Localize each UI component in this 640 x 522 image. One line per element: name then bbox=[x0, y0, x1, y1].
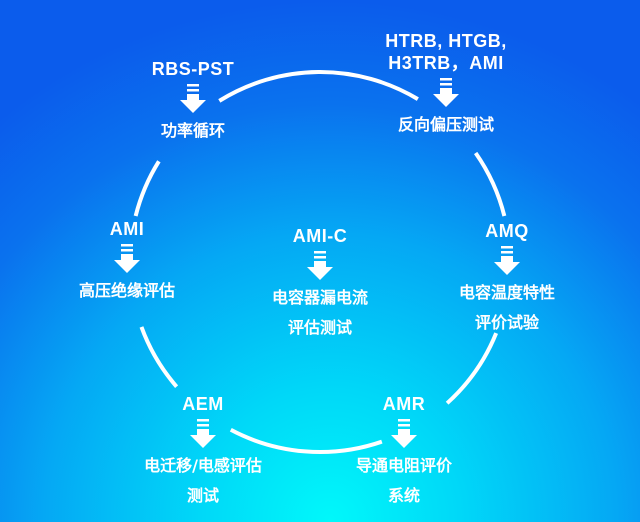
down-arrow-icon bbox=[114, 244, 140, 273]
node-name: 导通电阻评价 系统 bbox=[355, 456, 452, 505]
node-code: HTRB, HTGB, H3TRB，AMI bbox=[385, 31, 507, 73]
ring-arc bbox=[445, 332, 499, 405]
down-arrow-icon bbox=[190, 419, 216, 448]
node-amq: AMQ 电容温度特性 评价试验 bbox=[397, 220, 617, 338]
ring-arc bbox=[139, 326, 179, 388]
down-arrow-icon bbox=[494, 246, 520, 275]
ring-arc bbox=[474, 151, 507, 217]
ring-arc bbox=[229, 427, 383, 454]
node-htrb: HTRB, HTGB, H3TRB，AMI 反向偏压测试 bbox=[336, 30, 556, 140]
node-ami-c: AMI-C 电容器漏电流 评估测试 bbox=[210, 225, 430, 343]
node-name: 反向偏压测试 bbox=[397, 115, 494, 134]
node-code: AMQ bbox=[485, 221, 529, 241]
node-name: 电容器漏电流 评估测试 bbox=[271, 288, 368, 337]
ring-arc bbox=[133, 160, 161, 217]
node-code: RBS-PST bbox=[151, 59, 235, 79]
node-aem: AEM 电迁移/电感评估 测试 bbox=[93, 393, 313, 511]
node-name: 高压绝缘评估 bbox=[78, 281, 175, 300]
node-code: AMI-C bbox=[292, 226, 348, 246]
down-arrow-icon bbox=[433, 78, 459, 107]
node-name: 电容温度特性 评价试验 bbox=[458, 283, 555, 332]
node-code: AMI bbox=[109, 219, 145, 239]
down-arrow-icon bbox=[391, 419, 417, 448]
node-name: 电迁移/电感评估 测试 bbox=[144, 456, 262, 505]
node-code: AEM bbox=[182, 394, 224, 414]
node-name: 功率循环 bbox=[160, 121, 225, 140]
node-rbs-pst: RBS-PST 功率循环 bbox=[83, 58, 303, 146]
down-arrow-icon bbox=[307, 251, 333, 280]
node-ami: AMI 高压绝缘评估 bbox=[17, 218, 237, 306]
node-code: AMR bbox=[382, 394, 426, 414]
down-arrow-icon bbox=[180, 84, 206, 113]
ring-arc bbox=[218, 70, 419, 103]
node-amr: AMR 导通电阻评价 系统 bbox=[294, 393, 514, 511]
